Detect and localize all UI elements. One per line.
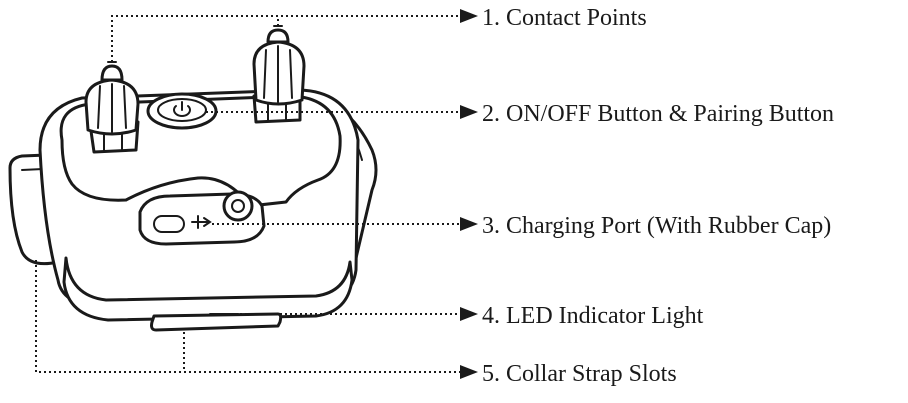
charging-port <box>138 190 266 246</box>
callout-charging-port: 3. Charging Port (With Rubber Cap) <box>482 213 831 239</box>
callout-led-indicator: 4. LED Indicator Light <box>482 303 704 329</box>
leader-lines <box>35 9 478 379</box>
callout-on-off-button: 2. ON/OFF Button & Pairing Button <box>482 101 834 127</box>
callout-collar-strap-slots: 5. Collar Strap Slots <box>482 361 677 387</box>
on-off-button <box>146 92 218 130</box>
right-contact-point <box>252 25 306 124</box>
callout-labels: 1. Contact Points 2. ON/OFF Button & Pai… <box>482 5 834 387</box>
leader-line-collar-strap-slots <box>35 260 460 373</box>
led-indicator-light <box>150 312 283 332</box>
callout-contact-points: 1. Contact Points <box>482 5 647 31</box>
power-icon <box>173 101 191 117</box>
receiver-device <box>8 25 378 332</box>
left-contact-point <box>84 61 140 154</box>
usb-icon <box>191 215 212 229</box>
rubber-cap <box>222 190 254 222</box>
leader-line-contact-points <box>111 15 460 62</box>
